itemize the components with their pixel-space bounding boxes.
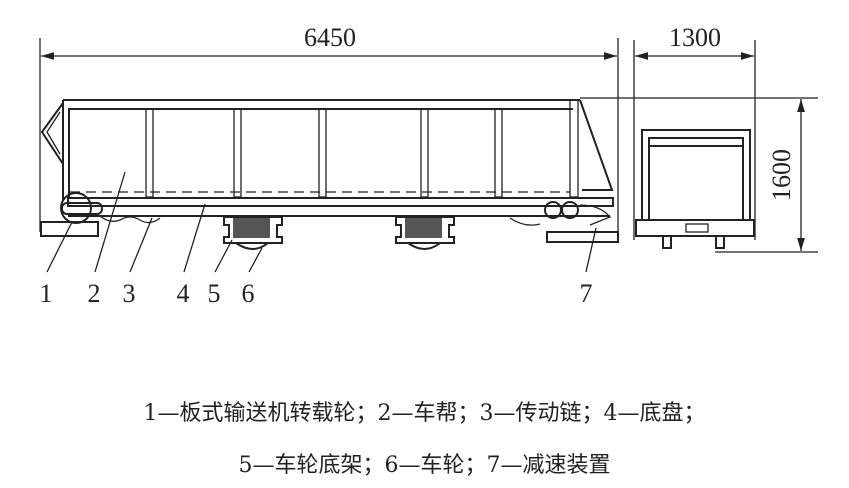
part-label-2: 2 (88, 279, 101, 308)
part-label-7: 7 (580, 279, 593, 308)
wheel-unit (395, 216, 455, 250)
side-posts (145, 99, 579, 198)
length-value: 6450 (304, 23, 356, 52)
part-label-3: 3 (123, 279, 136, 308)
side-view (40, 99, 619, 250)
length-dimension: 6450 (39, 23, 619, 242)
width-dimension: 1300 (633, 23, 756, 240)
part-labels: 1 2 3 4 5 6 7 (40, 279, 593, 308)
height-value: 1600 (767, 149, 796, 201)
caption-line-1: 1—板式输送机转载轮；2—车帮；3—传动链；4—底盘； (143, 401, 706, 426)
wheel-unit (223, 216, 283, 250)
width-value: 1300 (669, 23, 721, 52)
part-label-4: 4 (177, 279, 190, 308)
part-label-6: 6 (242, 279, 255, 308)
part-label-5: 5 (208, 279, 221, 308)
height-dimension: 1600 (580, 97, 818, 253)
part-label-1: 1 (40, 279, 53, 308)
leader-lines (46, 171, 597, 273)
end-view (635, 129, 755, 249)
caption-line-2: 5—车轮底架；6—车轮；7—减速装置 (238, 453, 611, 478)
